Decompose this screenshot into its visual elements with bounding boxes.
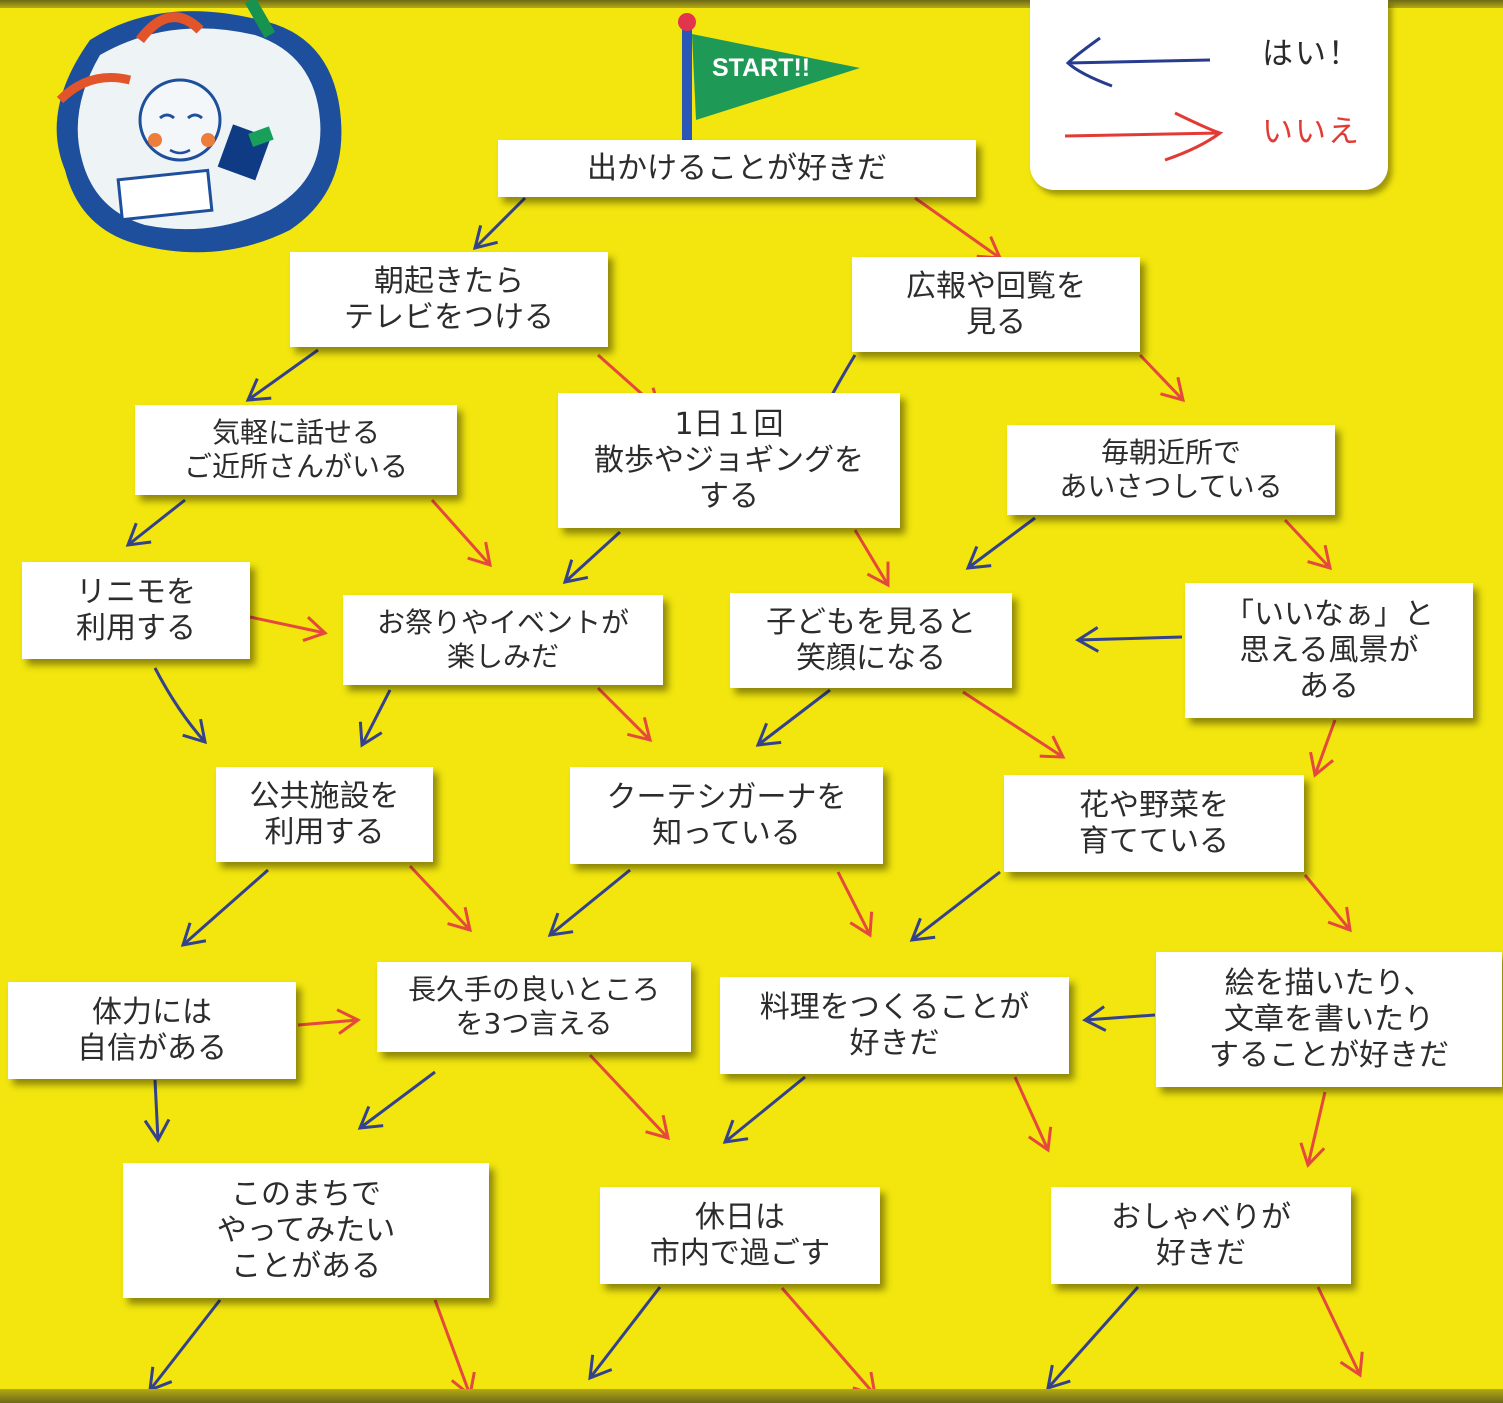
legend-box: はい！ いいえ bbox=[1030, 0, 1388, 190]
question-node-start: 出かけることが好きだ bbox=[498, 140, 976, 197]
no-arrow bbox=[297, 1008, 361, 1035]
question-node-drawing: 絵を描いたり、 文章を書いたり することが好きだ bbox=[1156, 952, 1502, 1087]
yes-arrow bbox=[1046, 1286, 1140, 1391]
question-node-children: 子どもを見ると 笑顔になる bbox=[730, 593, 1012, 688]
yes-arrow bbox=[143, 1079, 171, 1143]
question-node-walk: 1日１回 散歩やジョギングを する bbox=[558, 393, 900, 528]
top-frame-border bbox=[0, 0, 1503, 8]
yes-arrow bbox=[588, 1286, 662, 1381]
yes-arrow bbox=[722, 1075, 806, 1144]
yes-arrow bbox=[1075, 626, 1183, 653]
legend-yes-label: はい！ bbox=[1262, 36, 1361, 72]
question-node-nagakute: 長久手の良いところ を3つ言える bbox=[377, 962, 691, 1052]
yes-arrow bbox=[125, 498, 186, 547]
question-node-tv: 朝起きたら テレビをつける bbox=[290, 252, 608, 347]
bottom-frame-border bbox=[0, 1389, 1503, 1403]
no-arrow bbox=[780, 1287, 877, 1398]
no-arrow bbox=[596, 686, 653, 743]
no-arrow bbox=[1283, 518, 1332, 571]
no-arrow bbox=[1299, 1091, 1327, 1168]
no-arrow bbox=[1138, 353, 1186, 403]
question-node-koho: 広報や回覧を 見る bbox=[852, 257, 1140, 352]
yes-arrow bbox=[562, 530, 622, 584]
question-node-greet: 毎朝近所で あいさつしている bbox=[1007, 425, 1335, 515]
no-arrow bbox=[962, 690, 1066, 759]
no-arrow bbox=[836, 871, 874, 938]
no-arrow bbox=[1013, 1076, 1053, 1153]
question-node-holiday: 休日は 市内で過ごす bbox=[600, 1187, 880, 1284]
no-arrow bbox=[1309, 719, 1337, 778]
question-node-coudesi: クーテシガーナを 知っている bbox=[570, 767, 883, 864]
question-node-chat: おしゃべりが 好きだ bbox=[1051, 1187, 1351, 1284]
start-flag-icon bbox=[678, 13, 860, 150]
no-arrow bbox=[1303, 874, 1352, 933]
yes-arrow bbox=[180, 868, 269, 947]
question-node-scenery: 「いいなぁ」と 思える風景が ある bbox=[1185, 583, 1473, 718]
question-node-remote: リニモを 利用する bbox=[22, 562, 250, 659]
start-flag-label: START!! bbox=[712, 54, 811, 82]
no-arrow bbox=[914, 196, 1003, 260]
no-arrow-icon bbox=[1064, 111, 1224, 162]
legend-no-label: いいえ bbox=[1262, 114, 1361, 150]
no-arrow bbox=[853, 529, 890, 588]
question-node-stamina: 体力には 自信がある bbox=[8, 982, 296, 1079]
no-arrow bbox=[433, 1299, 476, 1398]
yes-arrow bbox=[755, 688, 831, 747]
yes-arrow bbox=[547, 868, 631, 937]
question-node-neighbors: 気軽に話せる ご近所さんがいる bbox=[135, 405, 457, 495]
yes-arrow bbox=[153, 667, 207, 745]
yes-arrow bbox=[357, 1070, 436, 1130]
no-arrow bbox=[249, 615, 328, 642]
sleeping-child-illustration bbox=[56, 0, 342, 253]
yes-arrow bbox=[358, 689, 392, 748]
question-node-cooking: 料理をつくることが 好きだ bbox=[720, 977, 1069, 1074]
no-arrow bbox=[1316, 1286, 1364, 1378]
no-arrow bbox=[588, 1053, 670, 1141]
yes-arrow bbox=[1082, 1005, 1156, 1032]
yes-arrow bbox=[245, 348, 319, 402]
yes-arrow bbox=[472, 196, 527, 251]
yes-arrow bbox=[148, 1299, 222, 1393]
yes-arrow bbox=[909, 870, 1001, 942]
yes-arrow-icon bbox=[1065, 36, 1211, 88]
question-node-festival: お祭りやイベントが 楽しみだ bbox=[343, 595, 663, 685]
no-arrow bbox=[408, 864, 472, 933]
yes-arrow bbox=[965, 516, 1036, 570]
question-node-town: このまちで やってみたい ことがある bbox=[123, 1163, 489, 1298]
question-node-public: 公共施設を 利用する bbox=[216, 767, 433, 862]
no-arrow bbox=[430, 499, 492, 568]
question-node-flowers: 花や野菜を 育てている bbox=[1004, 775, 1304, 872]
